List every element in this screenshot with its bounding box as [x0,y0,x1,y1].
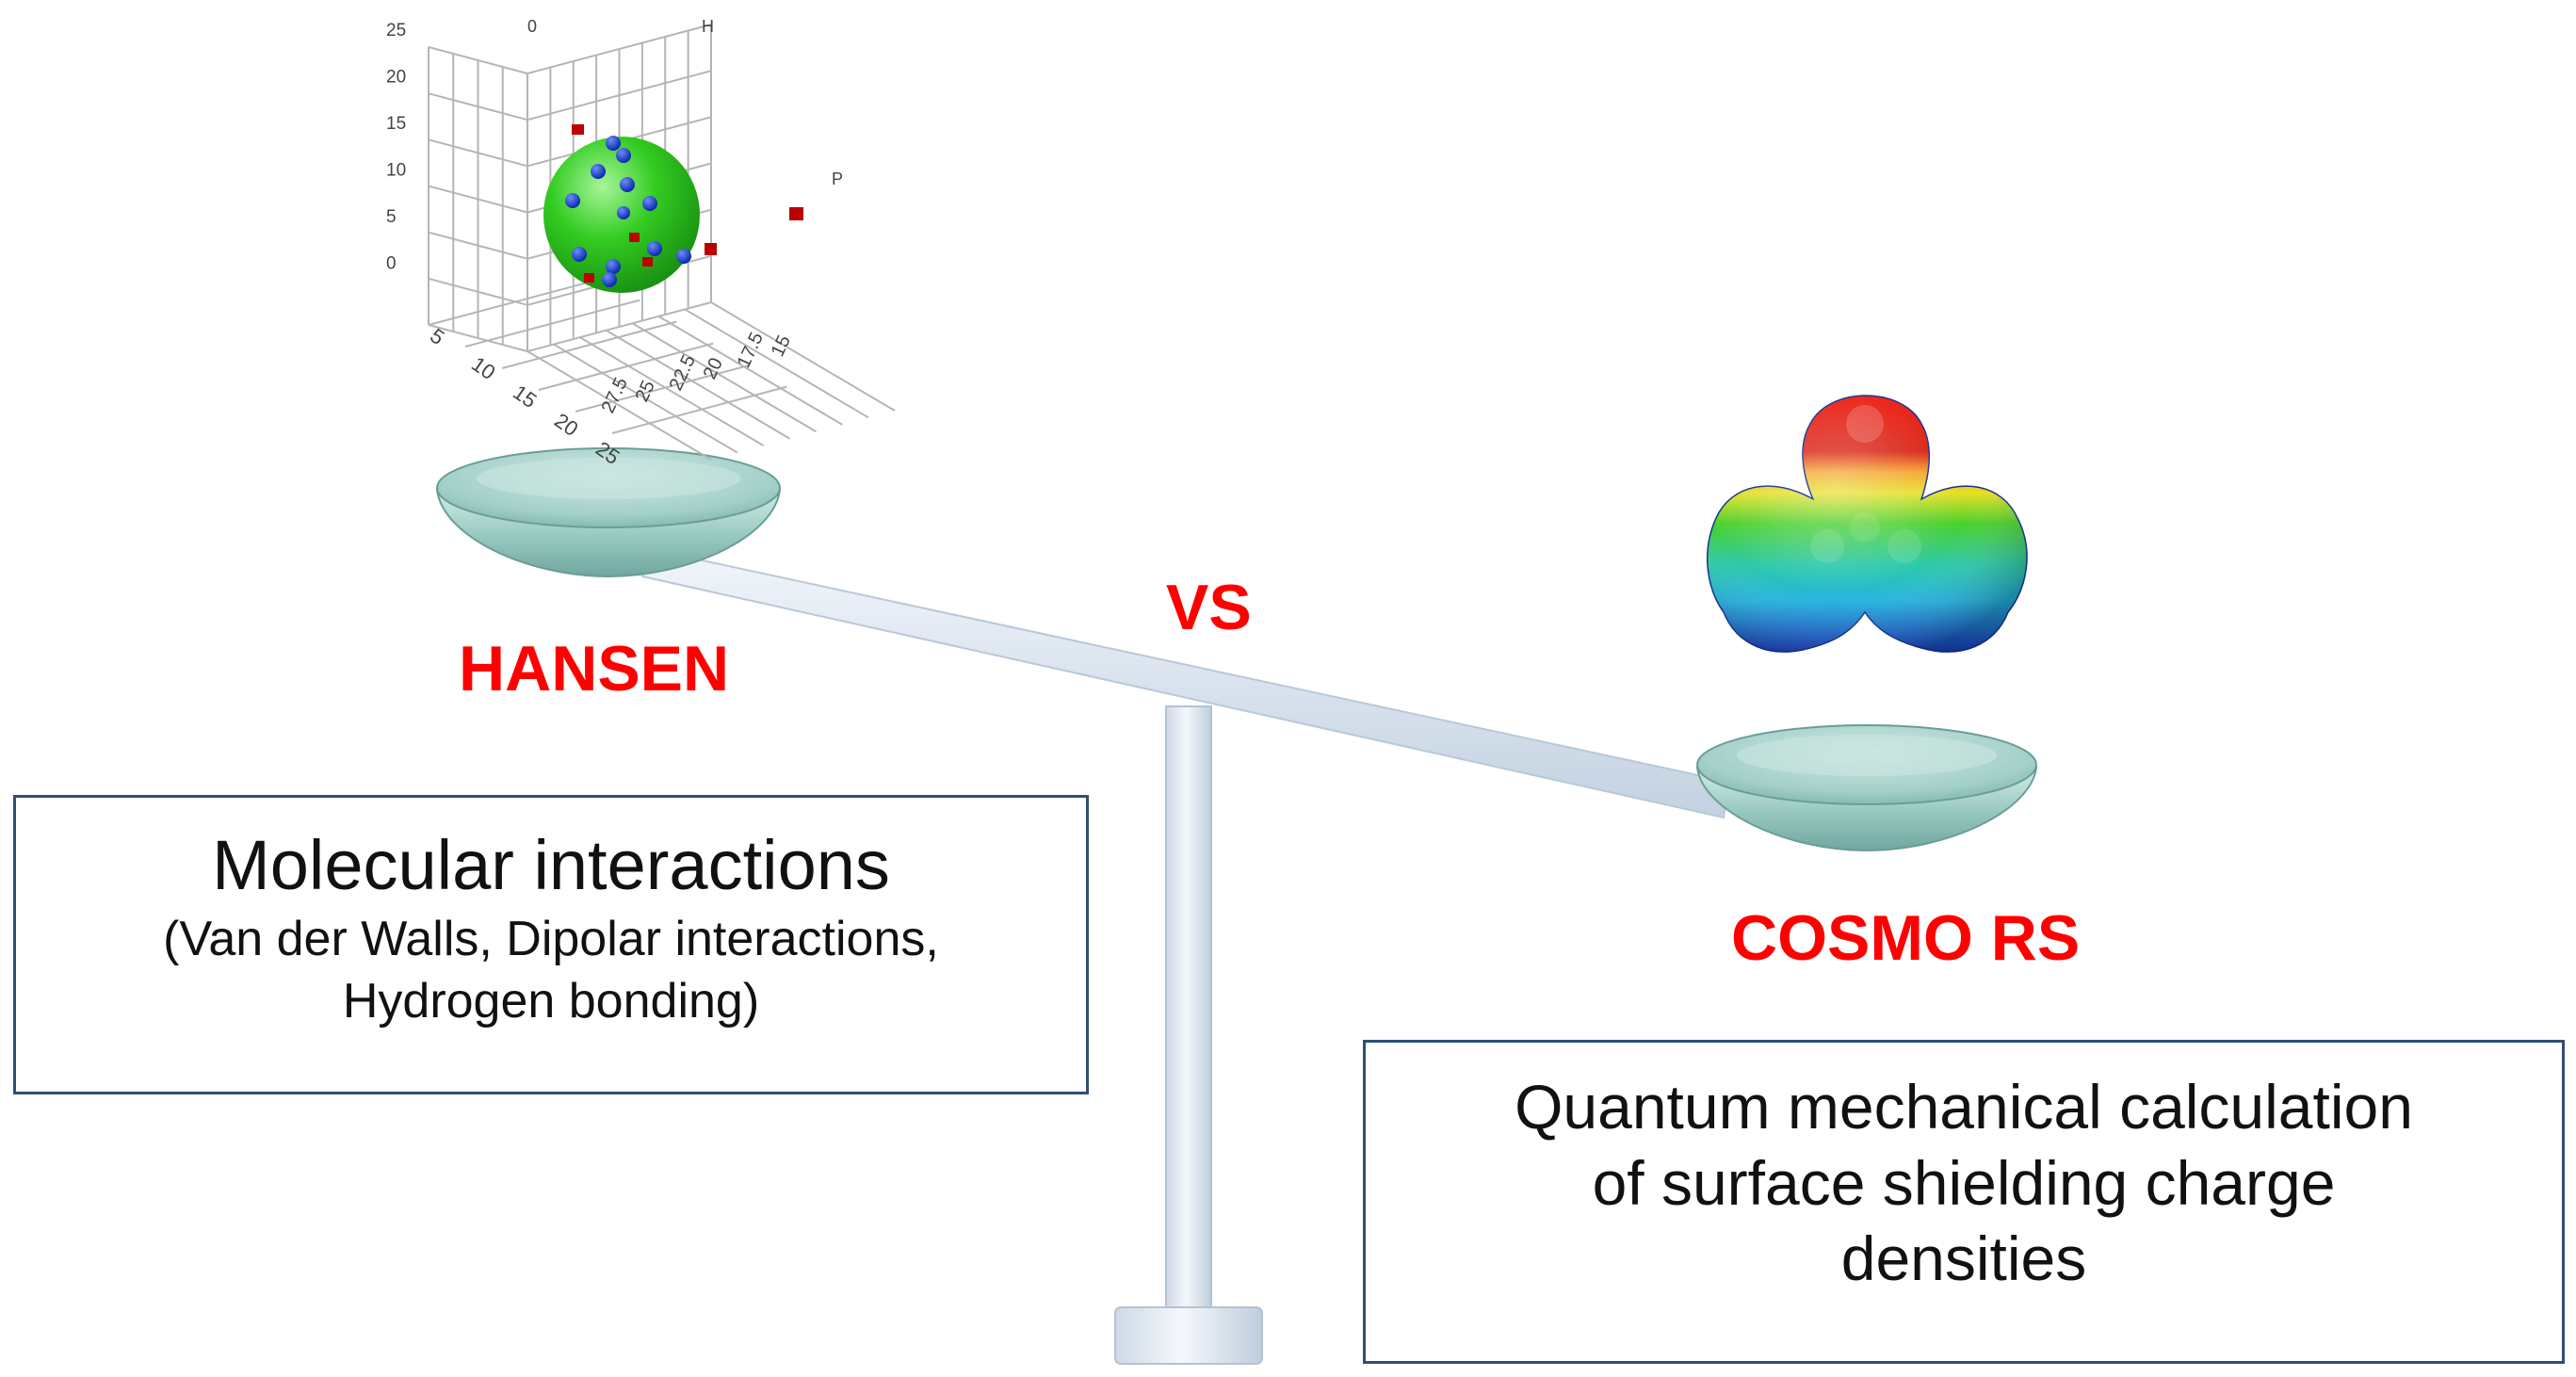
inside-point [602,272,617,287]
hansen-box-title: Molecular interactions [212,826,890,904]
outside-point [629,233,640,242]
grid-line [464,299,640,348]
inside-point [572,247,587,262]
grid-line [428,92,528,122]
axis-tick-label: 5 [386,207,397,227]
grid-line [710,301,896,412]
grid-line [538,342,714,391]
grid-line [611,385,787,434]
axis-tick-label: 25 [386,21,406,40]
grid-line [631,322,817,433]
outside-point [584,273,594,283]
balance-post [1114,705,1263,1365]
inside-point [565,193,580,208]
grid-line [428,138,528,168]
inside-point [591,164,606,179]
cosmo-box-line2: of surface shielding charge [1592,1147,2336,1218]
axis-tick-label: 15 [768,332,795,360]
grid-line [428,185,528,214]
inside-point [642,196,657,211]
inside-point [676,249,691,264]
grid-line [553,343,738,454]
axis-tick-label: 20 [550,409,582,442]
axis-tick-label: H [702,17,714,36]
axis-tick-label: 10 [386,161,406,181]
grid-line [428,231,528,260]
cosmo-molecule-surface [1707,395,2028,653]
axis-tick-label: 10 [467,352,499,385]
vs-label: VS [1166,572,1252,643]
cosmo-box-line1: Quantum mechanical calculation [1515,1072,2413,1142]
grid-line [527,301,712,352]
cosmo-box-line3: densities [1840,1223,2087,1294]
inside-points [565,136,691,287]
axis-tick-label: 22.5 [666,352,700,395]
axis-tick-label: 15 [386,114,406,134]
grid-line [575,364,751,413]
hansen-box-subtitle-line2: Hydrogen bonding) [342,974,760,1029]
axis-tick-label: 15 [509,381,541,413]
axis-tick-label: 17.5 [734,330,768,372]
grid-line [527,70,712,122]
grid-line [501,320,677,369]
outside-point [705,243,717,255]
axis-tick-label: P [832,170,843,188]
left-pan [435,447,782,578]
outside-point [642,257,653,267]
grid-line [527,24,712,74]
outside-points-back [572,124,803,255]
hansen-label: HANSEN [459,633,730,705]
right-pan [1695,724,2038,852]
cosmo-rs-label: COSMO RS [1731,902,2081,974]
grid-line [428,277,528,306]
cosmo-description-box: Quantum mechanical calculation of surfac… [1363,1040,2565,1364]
grid-line [428,324,528,352]
grid-line [428,46,528,74]
axis-tick-label: 0 [386,254,397,274]
hansen-description-box: Molecular interactions (Van der Walls, D… [13,795,1089,1094]
inside-point [606,259,621,274]
hansen-box-subtitle-line1: (Van der Walls, Dipolar interactions, [163,911,939,966]
axis-tick-label: 20 [386,68,406,88]
axis-tick-label: 5 [426,324,448,350]
grid-line [527,350,712,461]
inside-point [647,241,662,256]
outside-point [572,124,584,135]
grid-line [657,315,843,426]
inside-point [617,206,630,219]
inside-point [616,148,631,163]
axis-tick-label: 0 [527,17,537,36]
grid-line [428,277,604,326]
outside-point [789,207,803,220]
outside-points-front [584,233,653,283]
grid-line [579,336,765,447]
grid-line [606,329,791,440]
inside-point [620,177,635,192]
grid-line [684,308,869,419]
inside-point [606,136,621,151]
